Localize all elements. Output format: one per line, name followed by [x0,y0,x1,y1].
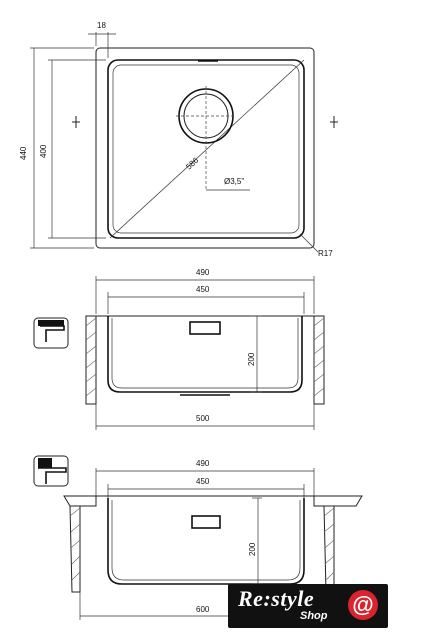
mount-dim-outer-width-label: 490 [196,459,210,468]
mount-dim-cabinet: 600 [79,592,228,620]
top-view: 18 440 400 586 Ø3,5" R17 [19,21,338,258]
countertop-left [63,495,97,507]
front-bowl-inner [111,318,299,389]
dim-inner-height: 400 [39,59,106,239]
mount-overflow [191,515,221,529]
logo-sub-text: Shop [300,610,328,622]
dim-diagonal-label: 586 [184,155,200,171]
undermount-icon [33,317,69,349]
mount-dim-inner-width: 450 [107,477,305,500]
mount-dim-outer-width: 490 [95,459,315,496]
mount-dim-cabinet-label: 600 [196,605,210,614]
front-dim-cabinet: 500 [95,404,315,430]
section-marker-right [330,116,338,128]
sink-outer-flange [95,47,315,249]
logo-at-icon: @ [348,590,378,620]
dim-outer-height-label: 440 [19,146,28,160]
mount-bowl-inner [111,500,301,581]
front-view: 490 450 [33,268,325,430]
front-dim-outer-width-label: 490 [196,268,210,277]
dim-outer-height: 440 [19,47,94,249]
front-dim-cabinet-label: 500 [196,414,210,423]
mount-hatch [69,507,335,581]
radius-leader [299,233,319,253]
dim-inner-height-label: 400 [39,144,48,158]
sink-bowl-bottom [112,64,300,234]
front-dim-inner-width: 450 [107,285,305,314]
front-bowl-outer [107,316,303,393]
diagonal-line [109,59,305,239]
sink-inner-bowl [107,59,305,239]
restyle-shop-logo: Re:style Shop @ [228,584,388,628]
mount-wall-left [69,505,81,593]
cabinet-wall-right [313,315,325,405]
mount-dim-inner-width-label: 450 [196,477,210,486]
logo-main-text: Re:style [238,586,315,611]
mount-dim-depth: 200 [248,497,262,585]
cabinet-hatch-left [85,317,97,397]
front-dim-depth: 200 [247,315,262,393]
front-overflow [189,321,221,335]
topmount-icon [33,455,69,487]
front-dim-outer-width: 490 [95,268,315,314]
mount-dim-depth-label: 200 [248,542,257,556]
mount-wall-right [323,505,335,593]
cabinet-wall-left [85,315,97,405]
dim-flange: 18 [88,21,116,58]
dim-drain-label: Ø3,5" [224,177,244,186]
mount-bowl-outer [107,498,305,585]
countertop-right [313,495,363,507]
front-dim-depth-label: 200 [247,352,256,366]
cabinet-hatch-right [313,317,325,397]
section-marker-left [72,116,80,128]
mount-view: 490 450 [33,455,363,620]
dim-flange-label: 18 [97,21,106,30]
dim-radius-label: R17 [318,249,333,258]
front-dim-inner-width-label: 450 [196,285,210,294]
